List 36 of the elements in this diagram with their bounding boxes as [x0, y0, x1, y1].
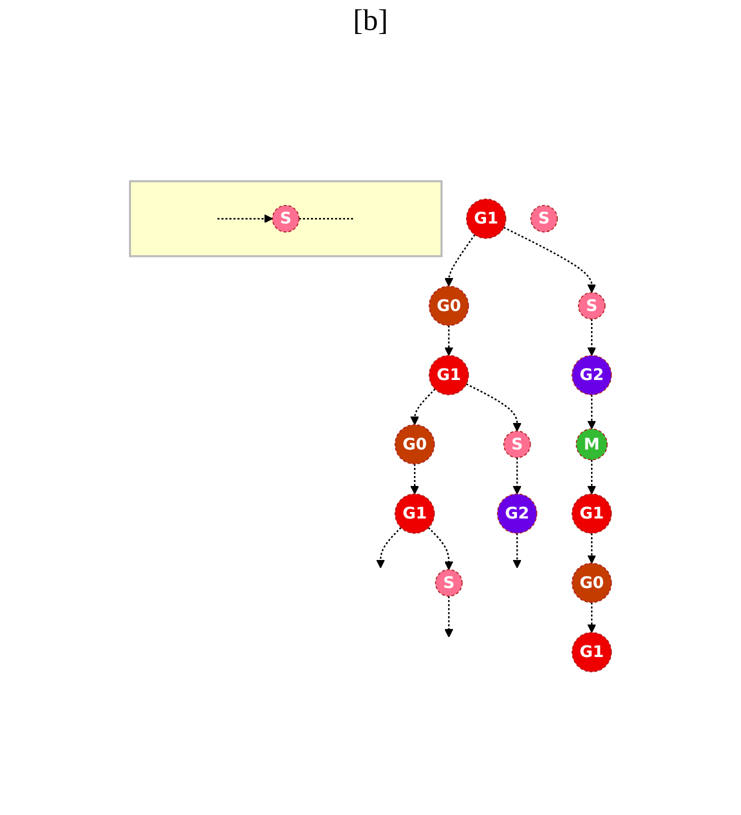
node-circle: G2	[496, 494, 538, 534]
arrow	[444, 234, 476, 287]
arrow	[428, 527, 454, 570]
connector	[298, 218, 354, 220]
node-circle: M	[576, 428, 608, 460]
arrow	[444, 596, 454, 638]
node-circle: G1	[571, 494, 612, 534]
cluster	[128, 180, 442, 258]
arrow	[512, 458, 522, 494]
arrow	[444, 325, 454, 356]
node-circle: G2	[571, 354, 612, 396]
arrow	[587, 460, 596, 494]
node-circle: G1	[394, 494, 435, 534]
node-circle: G1	[428, 354, 469, 396]
arrow	[587, 394, 596, 430]
arrow	[466, 383, 522, 432]
node-circle: S	[503, 430, 531, 458]
node-circle: G0	[428, 286, 469, 326]
arrow	[376, 527, 402, 568]
arrow	[512, 533, 522, 568]
node-circle: G0	[394, 424, 435, 464]
arrow	[503, 226, 596, 293]
arrow	[410, 388, 436, 426]
panel-label: [b]	[353, 4, 388, 37]
arrow	[587, 319, 596, 356]
arrow	[587, 602, 596, 633]
node-circle: S	[434, 569, 462, 597]
node-circle: S	[272, 204, 300, 232]
arrow	[410, 464, 419, 494]
node-circle: S	[530, 204, 558, 232]
arrow	[587, 533, 596, 564]
node-circle: G0	[571, 562, 612, 604]
node-circle: S	[578, 292, 606, 320]
node-circle: G1	[466, 198, 506, 239]
arrow	[217, 214, 273, 224]
node-circle: G1	[571, 632, 612, 672]
